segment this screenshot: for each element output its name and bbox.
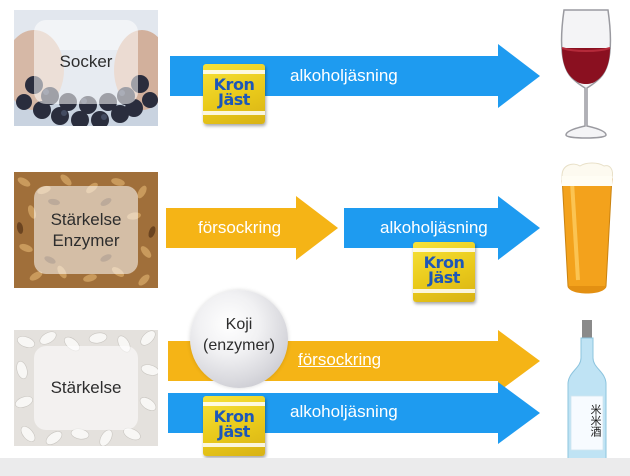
koji-label: Koji (enzymer) — [202, 316, 275, 354]
koji-circle — [190, 290, 288, 388]
fermentation-label: alkoholjäsning — [290, 402, 398, 421]
saccharification-arrow — [166, 196, 338, 260]
ingredient-label: Stärkelse — [34, 346, 138, 430]
saccharification-label: försockring — [198, 218, 282, 237]
sake-label: 米米酒 — [589, 404, 602, 437]
fermentation-label: alkoholjäsning — [290, 66, 398, 85]
ingredient-label: Stärkelse Enzymer — [34, 186, 138, 274]
bottom-strip — [0, 458, 630, 476]
wine-glass-icon — [556, 8, 616, 147]
sake-bottle-icon: 米米酒 — [562, 320, 612, 471]
saccharification-label: försockring — [298, 350, 382, 369]
beer-glass-icon — [558, 162, 616, 305]
fermentation-label: alkoholjäsning — [380, 218, 488, 237]
fermentation-arrow — [344, 196, 540, 260]
ingredient-label: Socker — [34, 20, 138, 104]
